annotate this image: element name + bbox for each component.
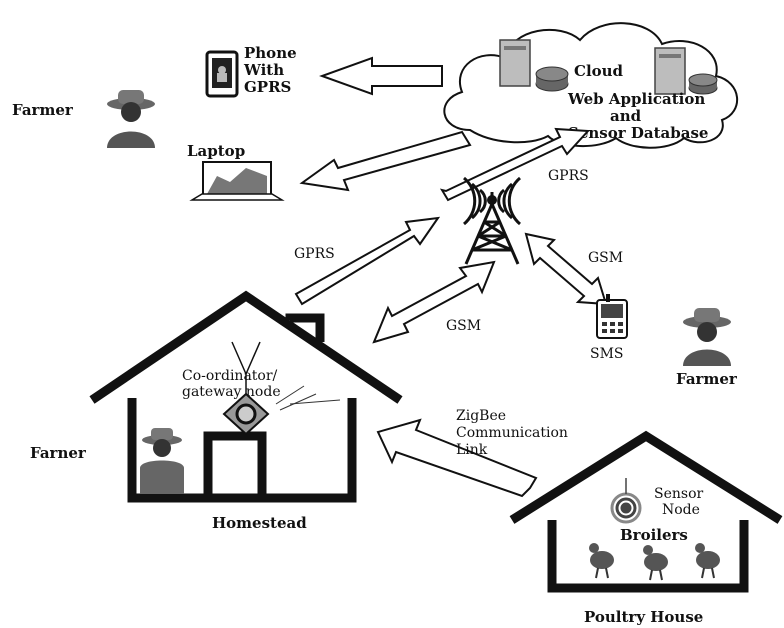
cloud-line-3: Sensor Database — [568, 124, 708, 142]
mobile-phone-icon — [596, 294, 628, 339]
sensor-node-icon — [610, 478, 642, 524]
chicken-icon — [589, 543, 614, 579]
mobile-sms-label: SMS — [590, 346, 624, 362]
cell-tower-icon — [462, 176, 522, 265]
link-label-gprs-cloud: GPRS — [548, 168, 589, 184]
poultry-house — [509, 430, 783, 593]
sensor-line-1: Sensor — [654, 486, 704, 502]
arrow-cloud-to-phone — [319, 56, 443, 96]
poultry-house-label: Poultry House — [584, 608, 703, 626]
tower-antenna-dot — [487, 195, 497, 205]
arrow-zigbee-link — [376, 418, 538, 498]
laptop-label: Laptop — [187, 142, 245, 160]
farmer-avatar-top-left — [107, 90, 155, 148]
gateway-node-icon — [222, 392, 270, 436]
arrow-tower-to-cloud — [439, 127, 591, 202]
server-stack-icon — [654, 47, 718, 95]
arrow-homestead-to-tower — [294, 216, 441, 306]
link-label-gprs-homestead: GPRS — [294, 246, 335, 262]
chicken-icon — [695, 543, 720, 579]
phone-label-line-2: With — [243, 61, 284, 79]
link-label-gsm-homestead: GSM — [446, 318, 481, 334]
zigbee-line-1: ZigBee — [456, 408, 506, 424]
android-phone-icon — [205, 50, 239, 98]
farmer-avatar-homestead — [140, 428, 184, 494]
server-database-icon — [499, 39, 569, 92]
farmer-label-homestead: Farner — [30, 444, 87, 462]
homestead-house — [89, 290, 403, 503]
broilers-label: Broilers — [620, 526, 688, 544]
farmer-label-top-left: Farmer — [12, 101, 74, 119]
arrow-tower-homestead-gsm — [372, 260, 496, 344]
phone-label-line-1: Phone — [244, 44, 297, 62]
homestead-node-line-2: gateway node — [182, 384, 281, 400]
arrow-tower-mobile-gsm — [524, 232, 608, 306]
sensor-line-2: Node — [662, 502, 700, 518]
cloud-line-2: and — [610, 107, 642, 125]
zigbee-line-2: Communication — [456, 425, 568, 441]
signal-waves-icon — [275, 385, 341, 411]
farmer-label-right: Farmer — [676, 370, 738, 388]
arrow-cloud-to-laptop — [299, 130, 472, 192]
cloud-title: Cloud — [574, 62, 624, 80]
cloud-line-1: Web Application — [567, 90, 705, 108]
chicken-icon — [643, 545, 668, 581]
zigbee-line-3: Link — [456, 442, 488, 458]
phone-label-line-3: GPRS — [244, 78, 291, 96]
homestead-label: Homestead — [212, 514, 307, 532]
homestead-node-line-1: Co-ordinator/ — [182, 368, 278, 384]
farmer-avatar-right — [683, 308, 731, 366]
link-label-gsm-mobile: GSM — [588, 250, 623, 266]
laptop-icon — [189, 161, 285, 201]
